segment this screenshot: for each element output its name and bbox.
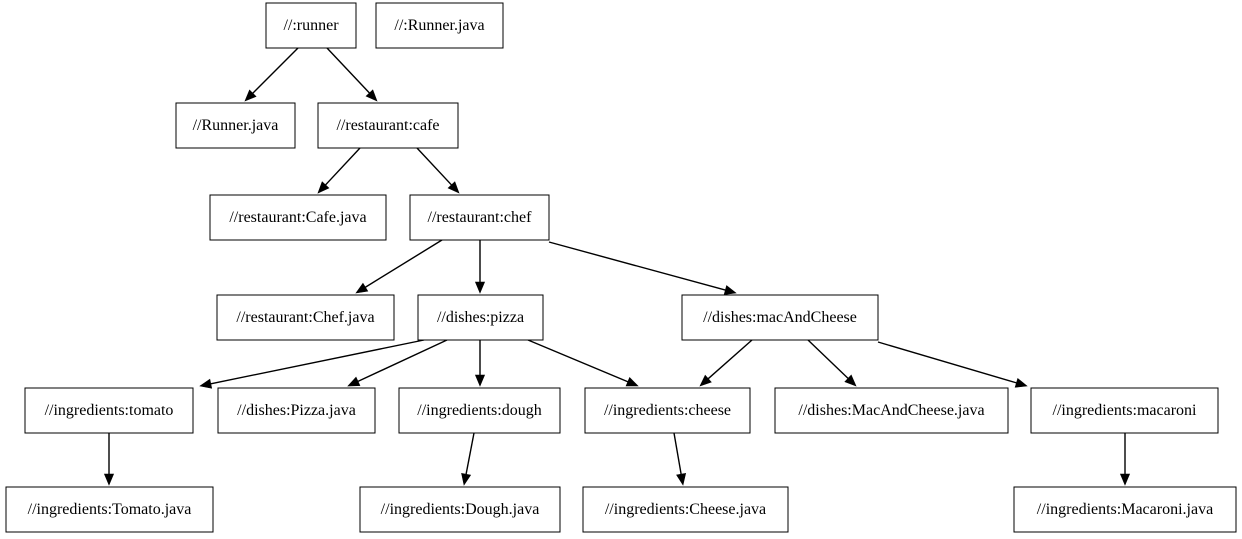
graph-edge-arrowhead-ing_macaroni [1014, 377, 1028, 388]
graph-node-label-restaurant_cafe: //restaurant:cafe [336, 117, 439, 134]
graph-node-label-cafe_java: //restaurant:Cafe.java [229, 209, 366, 226]
graph-node-box-dishes_pizza[interactable] [417, 294, 544, 341]
graph-node-box-cafe_java[interactable] [209, 194, 387, 241]
graph-node-label-runner_java: //Runner.java [193, 117, 279, 134]
graph-node-box-dishes_mac[interactable] [681, 294, 879, 341]
graph-node-cheese_java[interactable]: //ingredients:Cheese.java [582, 486, 789, 533]
graph-edge-ing_dough-to-dough_java [465, 432, 475, 475]
graph-edges-layer [103, 47, 1131, 486]
graph-node-label-ing_dough: //ingredients:dough [417, 402, 541, 419]
graph-node-root_runner_java[interactable]: //:Runner.java [375, 2, 504, 49]
graph-edge-dishes_pizza-to-pizza_java [357, 339, 448, 382]
graph-node-restaurant_chef[interactable]: //restaurant:chef [409, 194, 550, 241]
graph-edge-runner-to-restaurant_cafe [326, 47, 370, 94]
graph-node-label-chef_java: //restaurant:Chef.java [236, 309, 374, 326]
graph-node-label-dough_java: //ingredients:Dough.java [381, 501, 540, 518]
graph-node-box-cheese_java[interactable] [582, 486, 789, 533]
graph-node-label-root_runner_java: //:Runner.java [394, 17, 484, 34]
graph-edge-restaurant_chef-to-chef_java [364, 239, 443, 288]
graph-node-label-ing_macaroni: //ingredients:macaroni [1053, 402, 1198, 419]
graph-node-restaurant_cafe[interactable]: //restaurant:cafe [317, 102, 459, 149]
graph-node-ing_tomato[interactable]: //ingredients:tomato [24, 387, 194, 434]
graph-edge-arrowhead-dough_java [461, 472, 472, 486]
graph-edge-arrowhead-cheese_java [676, 473, 687, 486]
graph-node-box-pizza_java[interactable] [217, 387, 376, 434]
graph-nodes-layer: //:runner //:Runner.java //Runner.java //re… [5, 2, 1237, 533]
graph-node-box-ing_cheese[interactable] [584, 387, 751, 434]
graph-edge-arrowhead-ing_dough [474, 374, 486, 387]
graph-node-box-ing_macaroni[interactable] [1030, 387, 1219, 434]
graph-edge-restaurant_cafe-to-restaurant_chef [416, 147, 453, 186]
graph-node-macaroni_java[interactable]: //ingredients:Macaroni.java [1013, 486, 1237, 533]
graph-node-label-restaurant_chef: //restaurant:chef [428, 209, 533, 226]
graph-node-box-restaurant_cafe[interactable] [317, 102, 459, 149]
graph-edge-arrowhead-mac_java [844, 374, 857, 387]
graph-node-box-dough_java[interactable] [359, 486, 561, 533]
graph-node-box-runner_java[interactable] [175, 102, 296, 149]
graph-edge-dishes_mac-to-ing_cheese [707, 339, 753, 380]
graph-node-runner_java[interactable]: //Runner.java [175, 102, 296, 149]
graph-node-box-ing_tomato[interactable] [24, 387, 194, 434]
graph-edge-runner-to-runner_java [252, 47, 299, 94]
graph-edge-arrowhead-runner_java [244, 89, 257, 102]
graph-node-ing_cheese[interactable]: //ingredients:cheese [584, 387, 751, 434]
graph-node-box-ing_dough[interactable] [398, 387, 561, 434]
graph-node-cafe_java[interactable]: //restaurant:Cafe.java [209, 194, 387, 241]
graph-node-label-runner: //:runner [283, 17, 339, 34]
graph-edge-arrowhead-dishes_mac [723, 285, 737, 295]
graph-edge-arrowhead-pizza_java [347, 376, 361, 387]
graph-edge-arrowhead-ing_tomato [199, 378, 213, 389]
graph-edge-arrowhead-dishes_pizza [474, 281, 486, 294]
graph-node-label-macaroni_java: //ingredients:Macaroni.java [1037, 501, 1213, 518]
graph-edge-dishes_pizza-to-ing_cheese [527, 339, 629, 383]
graph-node-label-dishes_mac: //dishes:macAndCheese [703, 309, 857, 326]
graph-node-label-tomato_java: //ingredients:Tomato.java [28, 501, 192, 518]
graph-edge-arrowhead-ing_cheese [625, 376, 639, 387]
graph-node-chef_java[interactable]: //restaurant:Chef.java [216, 294, 395, 341]
graph-edge-arrowhead-cafe_java [317, 181, 330, 194]
graph-node-box-runner[interactable] [265, 2, 357, 49]
graph-node-box-macaroni_java[interactable] [1013, 486, 1237, 533]
graph-node-dishes_pizza[interactable]: //dishes:pizza [417, 294, 544, 341]
graph-node-label-pizza_java: //dishes:Pizza.java [237, 402, 356, 419]
graph-edge-arrowhead-restaurant_chef [447, 181, 460, 194]
graph-node-label-ing_cheese: //ingredients:cheese [604, 402, 731, 419]
graph-node-label-ing_tomato: //ingredients:tomato [45, 402, 174, 419]
graph-node-mac_java[interactable]: //dishes:MacAndCheese.java [774, 387, 1009, 434]
graph-node-ing_dough[interactable]: //ingredients:dough [398, 387, 561, 434]
graph-edge-arrowhead-tomato_java [103, 473, 115, 486]
graph-node-box-chef_java[interactable] [216, 294, 395, 341]
graph-edge-dishes_pizza-to-ing_tomato [210, 339, 425, 385]
graph-edge-ing_cheese-to-cheese_java [673, 432, 682, 475]
graph-node-label-cheese_java: //ingredients:Cheese.java [605, 501, 766, 518]
graph-node-pizza_java[interactable]: //dishes:Pizza.java [217, 387, 376, 434]
graph-node-box-root_runner_java[interactable] [375, 2, 504, 49]
graph-edge-arrowhead-macaroni_java [1119, 473, 1131, 486]
graph-node-label-dishes_pizza: //dishes:pizza [437, 309, 524, 326]
graph-node-box-restaurant_chef[interactable] [409, 194, 550, 241]
graph-node-dough_java[interactable]: //ingredients:Dough.java [359, 486, 561, 533]
graph-edge-restaurant_chef-to-dishes_mac [548, 241, 726, 291]
graph-node-tomato_java[interactable]: //ingredients:Tomato.java [5, 486, 214, 533]
graph-edge-arrowhead-chef_java [355, 282, 369, 294]
graph-node-label-mac_java: //dishes:MacAndCheese.java [798, 402, 984, 419]
graph-edge-dishes_mac-to-mac_java [807, 339, 849, 379]
graph-node-runner[interactable]: //:runner [265, 2, 357, 49]
graph-node-box-tomato_java[interactable] [5, 486, 214, 533]
graph-edge-arrowhead-restaurant_cafe [365, 89, 378, 102]
graph-edge-arrowhead-ing_cheese [699, 374, 712, 387]
graph-edge-dishes_mac-to-ing_macaroni [877, 341, 1017, 384]
graph-node-box-mac_java[interactable] [774, 387, 1009, 434]
graph-node-dishes_mac[interactable]: //dishes:macAndCheese [681, 294, 879, 341]
graph-edge-restaurant_cafe-to-cafe_java [324, 147, 361, 186]
graph-node-ing_macaroni[interactable]: //ingredients:macaroni [1030, 387, 1219, 434]
